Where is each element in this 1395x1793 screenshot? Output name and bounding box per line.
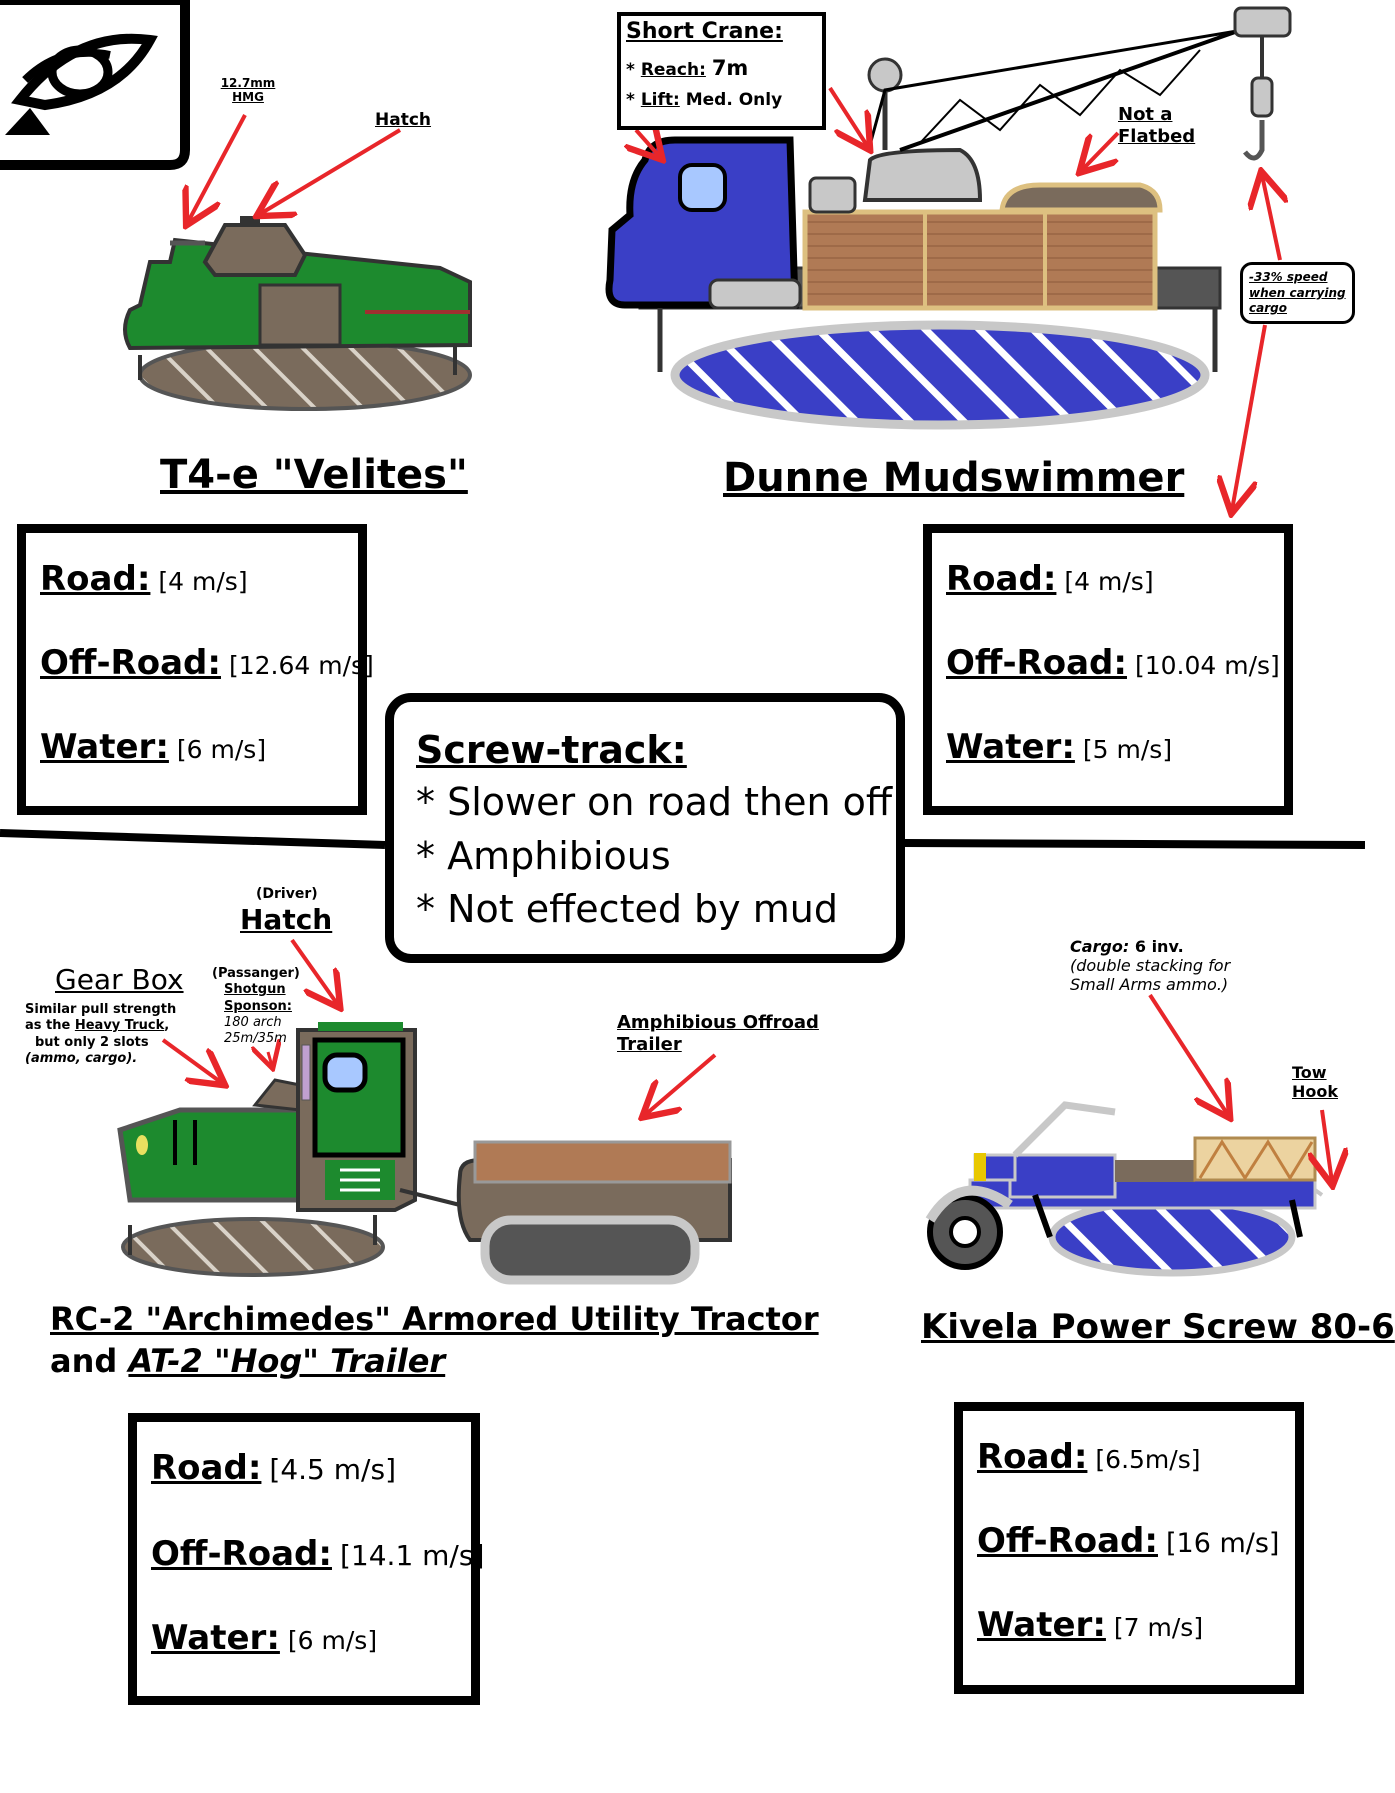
divider-left [0, 829, 386, 849]
arrow-crane-2 [636, 130, 660, 157]
short-crane-note: Short Crane: * Reach: 7m * Lift: Med. On… [617, 12, 826, 130]
water-stat: Water:[5 m/s] [946, 727, 1173, 767]
velites-drawing [123, 216, 472, 411]
crane-lift: * Lift: Med. Only [626, 90, 783, 110]
arrow-speed-up [1262, 175, 1280, 261]
arrow-crane-1 [828, 86, 868, 147]
hmg-label: 12.7mm HMG [220, 76, 276, 105]
eye-logo [0, 0, 190, 170]
arrow-cargo [1148, 993, 1228, 1115]
mudswimmer-stats: Road:[4 m/s] Off-Road:[10.04 m/s] Water:… [923, 524, 1293, 815]
gearbox-label: Gear Box [55, 963, 184, 996]
offroad-stat: Off-Road:[14.1 m/s] [151, 1534, 485, 1574]
speed-note: -33% speed when carrying cargo [1240, 262, 1355, 324]
gearbox-note: Similar pull strength as the Heavy Truck… [25, 1002, 177, 1066]
crane-title: Short Crane: [626, 19, 783, 44]
hatch-label-archimedes: Hatch [240, 903, 333, 936]
hatch-label-velites: Hatch [375, 110, 432, 130]
cargo-note: Cargo: 6 inv. (double stacking for Small… [1070, 937, 1231, 995]
archimedes-stats: Road:[4.5 m/s] Off-Road:[14.1 m/s] Water… [128, 1413, 484, 1705]
kivela-stats: Road:[6.5m/s] Off-Road:[16 m/s] Water:[7… [954, 1402, 1304, 1694]
offroad-stat: Off-Road:[12.64 m/s] [40, 643, 374, 683]
arrow-hmg [188, 114, 247, 222]
road-stat: Road:[4 m/s] [946, 559, 1154, 599]
driver-label: (Driver) [256, 886, 318, 902]
archimedes-drawing [117, 1022, 732, 1285]
arrow-hatch-velites [260, 128, 402, 214]
archimedes-title-line1: RC-2 "Archimedes" Armored Utility Tracto… [50, 1300, 819, 1338]
divider-right [904, 839, 1366, 849]
velites-stats: Road:[4 m/s] Off-Road:[12.64 m/s] Water:… [17, 524, 374, 815]
arrow-speed-down [1232, 324, 1267, 510]
kivela-drawing [925, 1101, 1324, 1277]
arrow-sponson [268, 1052, 272, 1066]
road-stat: Road:[4.5 m/s] [151, 1448, 396, 1488]
not-flatbed-label: Not a Flatbed [1118, 104, 1196, 147]
screw-track-note: Screw-track: * Slower on road then off *… [385, 693, 905, 963]
mudswimmer-drawing [605, 6, 1292, 430]
road-stat: Road:[6.5m/s] [977, 1437, 1201, 1477]
road-stat: Road:[4 m/s] [40, 559, 248, 599]
offroad-stat: Off-Road:[16 m/s] [977, 1521, 1280, 1561]
artwork [0, 0, 1366, 1285]
water-stat: Water:[6 m/s] [151, 1618, 378, 1658]
tow-hook-label: Tow Hook [1292, 1063, 1339, 1102]
sponson-note: (Passanger) Shotgun Sponson: 180 arch 25… [212, 966, 300, 1046]
velites-title: T4-e "Velites" [160, 452, 468, 498]
arrow-gearbox [161, 1038, 222, 1083]
water-stat: Water:[7 m/s] [977, 1605, 1204, 1645]
arrow-hatch-archimedes [290, 938, 338, 1005]
screw-track-item: * Amphibious [416, 834, 671, 878]
arrow-trailer [645, 1053, 717, 1115]
water-stat: Water:[6 m/s] [40, 727, 267, 767]
archimedes-title-line2: and AT-2 "Hog" Trailer [50, 1342, 446, 1380]
mudswimmer-title: Dunne Mudswimmer [723, 455, 1185, 501]
screw-track-item: * Slower on road then off [416, 780, 893, 824]
arrow-flatbed [1082, 131, 1120, 170]
trailer-label: Amphibious Offroad Trailer [617, 1012, 819, 1055]
kivela-title: Kivela Power Screw 80-6 [921, 1307, 1395, 1347]
screw-track-item: * Not effected by mud [416, 887, 838, 931]
crane-reach: * Reach: 7m [626, 56, 749, 80]
screw-track-heading: Screw-track: [416, 728, 687, 772]
offroad-stat: Off-Road:[10.04 m/s] [946, 643, 1280, 683]
arrow-tow-hook [1322, 1109, 1332, 1182]
